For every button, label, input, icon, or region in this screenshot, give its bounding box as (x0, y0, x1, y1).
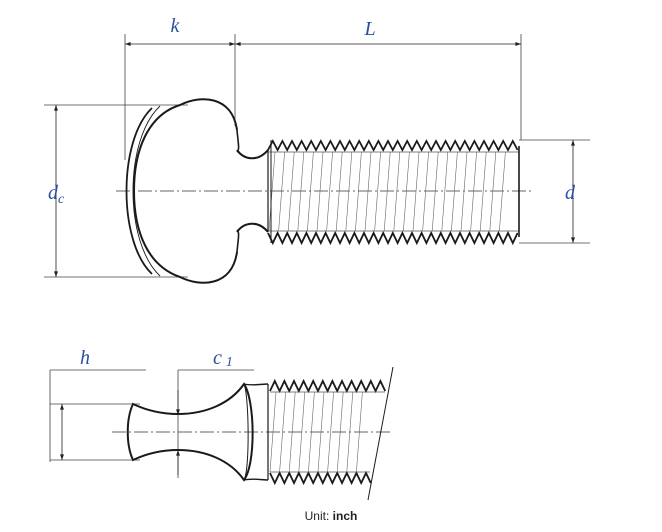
thread-hatch-line (268, 151, 276, 232)
thread-hatch-line (374, 151, 381, 232)
unit-caption-value: inch (332, 509, 358, 523)
thread-hatch-line (393, 151, 401, 232)
thread-hatch-line (356, 391, 363, 473)
side-break-line (367, 366, 394, 501)
side-thread-crest-bottom (269, 470, 372, 486)
thread-hatch-line (269, 391, 277, 473)
label-k: k (171, 15, 181, 37)
side-neck-bottom (243, 478, 269, 481)
side-thread-crest-top (269, 378, 387, 394)
thread-hatch-line (451, 151, 458, 232)
thread-hatch-line (460, 151, 468, 232)
thread-hatch-line (326, 151, 333, 232)
thread-hatch-line (288, 391, 296, 473)
thread-crest-top (267, 139, 519, 152)
unit-caption: Unit: inch (0, 509, 662, 523)
thread-hatch-line (335, 151, 343, 232)
thread-hatch-line (499, 151, 506, 232)
label-d: d (565, 182, 576, 204)
thread-hatch-line (307, 151, 314, 232)
thread-hatch-line (345, 151, 353, 232)
thread-hatch-line (422, 151, 429, 232)
thread-hatch-line (287, 151, 295, 232)
neck-lower (236, 222, 269, 233)
thread-hatch-line (470, 151, 477, 232)
thread-hatch-line (479, 151, 487, 232)
head-edge-arc-outer (132, 105, 161, 277)
screw-head (132, 98, 238, 284)
label-dc-main: d (48, 182, 59, 204)
neck-lower-inner (236, 229, 240, 253)
thread-hatch-line (489, 151, 497, 232)
label-c1-main: c (213, 347, 222, 369)
thread-hatch-line (298, 391, 306, 473)
thread-hatch-line (297, 151, 305, 232)
thread-hatch-line (316, 151, 324, 232)
thread-hatch-line (431, 151, 439, 232)
thread-hatch-line (383, 151, 391, 232)
head-edge-arc (125, 107, 153, 275)
thread-hatching (268, 151, 506, 232)
side-thread-hatching (269, 391, 363, 473)
thread-hatch-line (412, 151, 420, 232)
thread-hatch-line (441, 151, 449, 232)
label-L: L (363, 18, 375, 40)
neck-upper (236, 149, 269, 160)
head-side-inner (243, 383, 249, 481)
thread-hatch-line (279, 391, 286, 473)
thread-hatch-line (278, 151, 285, 232)
thread-hatch-line (317, 391, 325, 473)
thread-hatch-line (308, 391, 315, 473)
label-dc-sub: c (58, 192, 65, 207)
side-neck-top (243, 383, 269, 386)
thread-hatch-line (364, 151, 372, 232)
label-h: h (80, 347, 90, 369)
thread-hatch-line (327, 391, 334, 473)
label-c1-sub: 1 (226, 355, 233, 370)
thread-hatch-line (403, 151, 410, 232)
top-view (44, 34, 590, 284)
thread-hatch-line (336, 391, 344, 473)
thread-hatch-line (346, 391, 354, 473)
thread-crest-bottom (267, 230, 519, 246)
thread-hatch-line (355, 151, 362, 232)
label-dc: dc (48, 182, 65, 207)
unit-caption-prefix: Unit: (304, 509, 330, 523)
neck-upper-inner (236, 129, 240, 153)
side-view (49, 366, 394, 501)
